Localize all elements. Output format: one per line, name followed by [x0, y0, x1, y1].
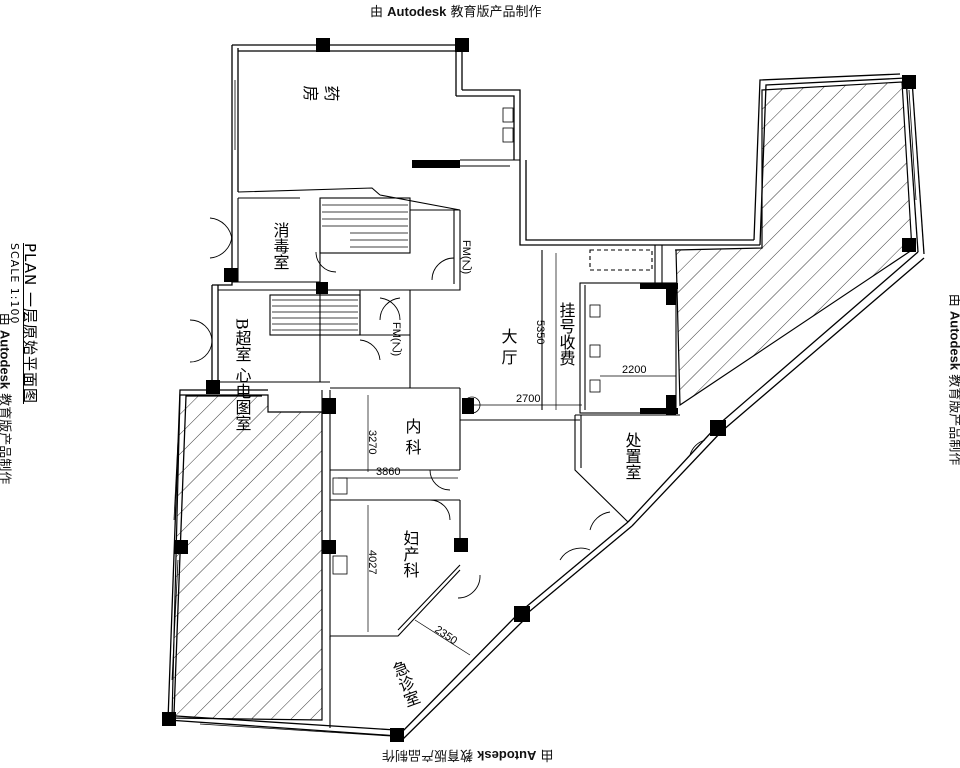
dim-3860: 3860 [376, 466, 400, 478]
dim-4027: 4027 [366, 550, 378, 574]
exterior-walls [167, 44, 925, 741]
hatched-terrace-right [675, 81, 913, 407]
watermark-prefix: 由 [370, 5, 384, 20]
room-label-disinfection: 消毒室 [271, 222, 290, 270]
watermark-top: 由 Autodesk 教育版产品制作 [370, 1, 542, 20]
dim-3270: 3270 [366, 430, 378, 454]
dimension-lines [338, 253, 676, 656]
door-label-fm-b: FM(乙) [390, 322, 403, 356]
room-label-treatment: 处置室 [623, 432, 642, 480]
watermark-suffix: 教育版产品制作 [450, 5, 542, 20]
dim-2700: 2700 [516, 393, 540, 405]
structural-columns [162, 38, 916, 742]
room-label-gynecology: 妇产科 [401, 530, 420, 578]
watermark-brand: Autodesk [387, 4, 447, 19]
dim-2200: 2200 [622, 364, 646, 376]
door-swings [189, 217, 706, 599]
room-label-pharmacy: 药 房 [302, 83, 340, 102]
hatched-terrace-left [171, 394, 323, 721]
interior-walls [212, 159, 680, 728]
door-label-fm-a: FM(乙) [460, 240, 473, 274]
room-label-lobby: 大 厅 [499, 328, 518, 365]
dim-5350: 5350 [534, 320, 546, 344]
room-label-internal-medicine: 内 科 [403, 418, 422, 455]
windows [171, 80, 917, 737]
room-label-bmode-ecg: B超室 心电图室 [233, 318, 252, 431]
room-label-registration: 挂号收费 [557, 302, 576, 366]
dim-2350: 2350 [432, 624, 459, 648]
stairs [272, 204, 408, 331]
room-label-emergency: 急诊室 [388, 658, 422, 710]
